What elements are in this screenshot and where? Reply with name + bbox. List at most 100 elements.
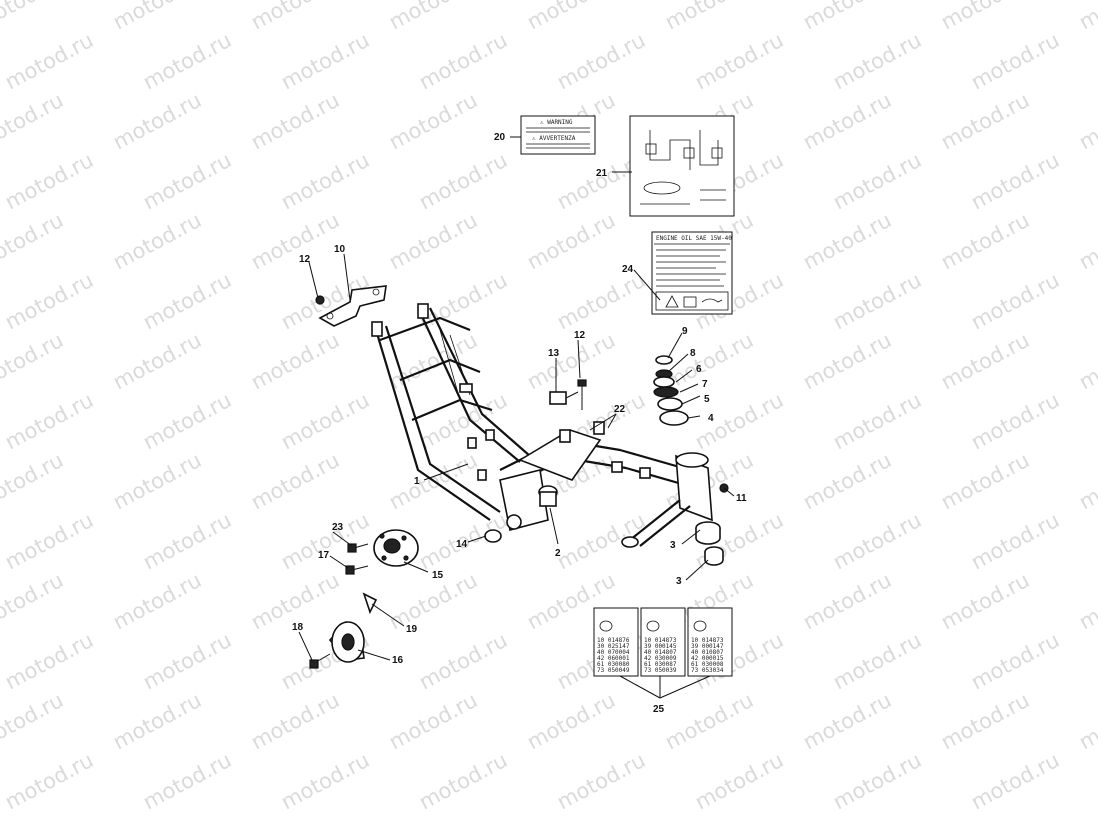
callout-1: 1 [414, 476, 420, 487]
serial-label-frame [687, 607, 733, 677]
callout-12-mid: 12 [574, 330, 586, 341]
callout-3-lower: 3 [676, 576, 682, 587]
approval-mark-icon [693, 620, 707, 632]
watermark-text: motod.ru [139, 628, 235, 694]
watermark-text: motod.ru [139, 748, 235, 814]
callout-20: 20 [494, 132, 506, 143]
callout-13: 13 [548, 348, 560, 359]
watermark-text: motod.ru [109, 568, 205, 634]
callout-10: 10 [334, 244, 346, 255]
callout-7: 7 [702, 379, 708, 390]
serial-label-row: 10 014873 [691, 637, 724, 644]
watermark-text: motod.ru [1, 628, 97, 694]
watermark-text: motod.ru [691, 748, 787, 814]
warning-label-20: ⚠ WARNING ⚠ AVVERTENZA [520, 115, 596, 155]
watermark-text: motod.ru [109, 328, 205, 394]
serial-label-row: 42 030009 [644, 655, 677, 662]
callout-25: 25 [653, 704, 665, 715]
svg-text:⚠ WARNING: ⚠ WARNING [540, 119, 573, 126]
main-frame [371, 303, 713, 548]
watermark-text: motod.ru [247, 88, 343, 154]
watermark-text: motod.ru [937, 448, 1033, 514]
approval-mark-icon [599, 620, 613, 632]
callout-16: 16 [392, 655, 404, 666]
approval-mark-icon [646, 620, 660, 632]
watermark-text: motod.ru [799, 568, 895, 634]
watermark-text: motod.ru [0, 88, 67, 154]
watermark-text: motod.ru [937, 0, 1033, 34]
watermark-text: motod.ru [277, 148, 373, 214]
serial-label-row: 73 050039 [644, 667, 677, 674]
callout-12-top: 12 [299, 254, 311, 265]
callout-2: 2 [555, 548, 561, 559]
callout-5: 5 [704, 394, 710, 405]
serial-label-row: 61 030080 [597, 661, 630, 668]
watermark-text: motod.ru [385, 88, 481, 154]
watermark-text: motod.ru [967, 268, 1063, 334]
watermark-text: motod.ru [0, 0, 67, 34]
serial-label-row: 10 014876 [597, 637, 630, 644]
callout-14: 14 [456, 539, 468, 550]
watermark-text: motod.ru [523, 208, 619, 274]
steering-bearing-stack [653, 355, 729, 566]
watermark-text: motod.ru [661, 688, 757, 754]
watermark-text: motod.ru [661, 328, 757, 394]
watermark-text: motod.ru [139, 148, 235, 214]
watermark-text: motod.ru [661, 0, 757, 34]
serial-label-row: 40 010807 [691, 649, 724, 656]
watermark-text: motod.ru [415, 748, 511, 814]
serial-label-row: 30 025147 [597, 643, 630, 650]
watermark-text: motod.ru [1075, 568, 1098, 634]
callout-22: 22 [614, 404, 626, 415]
watermark-text: motod.ru [0, 328, 67, 394]
watermark-text: motod.ru [1, 268, 97, 334]
watermark-text: motod.ru [109, 88, 205, 154]
serial-label-row: 42 000015 [691, 655, 724, 662]
watermark-text: motod.ru [385, 688, 481, 754]
watermark-text: motod.ru [691, 28, 787, 94]
watermark-text: motod.ru [799, 0, 895, 34]
watermark-text: motod.ru [937, 88, 1033, 154]
watermark-text: motod.ru [829, 388, 925, 454]
watermark-text: motod.ru [829, 28, 925, 94]
callout-numbers: 20 21 10 12 24 12 13 9 8 6 7 5 4 22 11 1… [292, 132, 747, 715]
watermark-text: motod.ru [247, 208, 343, 274]
watermark-text: motod.ru [1, 748, 97, 814]
callout-8: 8 [690, 348, 696, 359]
watermark-text: motod.ru [799, 688, 895, 754]
watermark-text: motod.ru [247, 328, 343, 394]
lower-small-parts [309, 529, 502, 669]
watermark-text: motod.ru [415, 628, 511, 694]
watermark-text: motod.ru [109, 688, 205, 754]
watermark-text: motod.ru [109, 0, 205, 34]
callout-18: 18 [292, 622, 304, 633]
serial-label-row: 73 050049 [597, 667, 630, 674]
engine-oil-label-title: ENGINE OIL SAE 15W-40 [656, 235, 732, 242]
callout-19: 19 [406, 624, 418, 635]
watermark-text: motod.ru [1, 148, 97, 214]
watermark-text: motod.ru [553, 748, 649, 814]
watermark-text: motod.ru [109, 448, 205, 514]
serial-label-row: 40 070004 [597, 649, 630, 656]
watermark-text: motod.ru [1, 388, 97, 454]
watermark-text: motod.ru [139, 508, 235, 574]
watermark-text: motod.ru [799, 328, 895, 394]
callout-17: 17 [318, 550, 330, 561]
callout-24: 24 [622, 264, 634, 275]
watermark-text: motod.ru [967, 148, 1063, 214]
serial-label-row: 39 000147 [691, 643, 724, 650]
serial-label-frame [640, 607, 686, 677]
watermark-text: motod.ru [553, 268, 649, 334]
callout-11: 11 [736, 493, 747, 504]
watermark-text: motod.ru [967, 508, 1063, 574]
watermark-text: motod.ru [1075, 688, 1098, 754]
watermark-text: motod.ru [415, 268, 511, 334]
watermark-text: motod.ru [937, 568, 1033, 634]
watermark-text: motod.ru [967, 628, 1063, 694]
watermark-text: motod.ru [385, 208, 481, 274]
watermark-text: motod.ru [247, 448, 343, 514]
serial-label-row: 61 030008 [691, 661, 724, 668]
